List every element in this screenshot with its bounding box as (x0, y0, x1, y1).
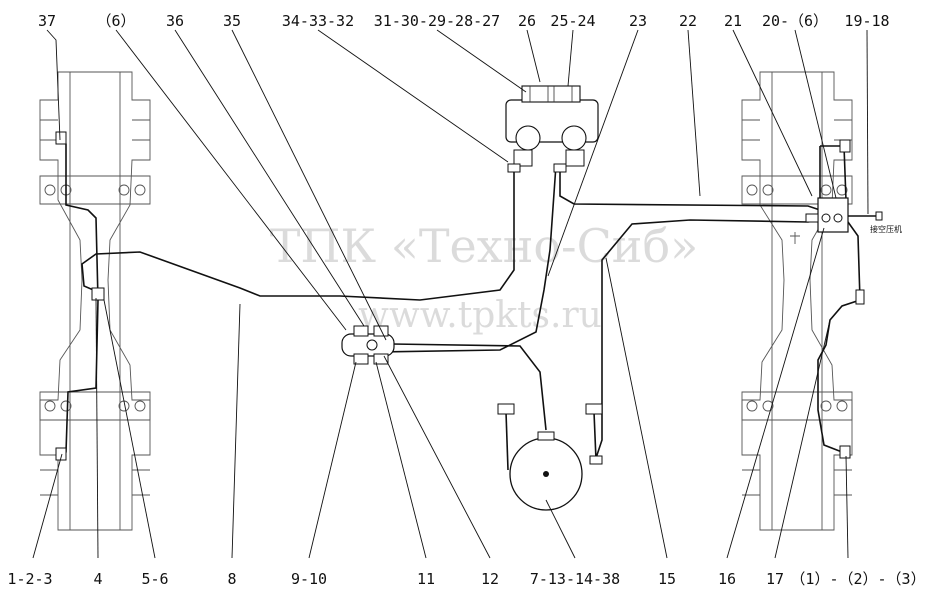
label-26: 26 (518, 12, 536, 30)
label-36: 36 (166, 12, 184, 30)
relay-valve (341, 325, 395, 365)
fittings (55, 131, 865, 461)
compressor-note: 接空压机 (870, 224, 902, 234)
label-20-6: 20-（6） (762, 12, 828, 30)
left-axle-outline (39, 71, 151, 531)
right-axle-outline (741, 71, 853, 531)
watermark-title: ТПК «Техно-Сиб» (270, 219, 699, 273)
label-25-24: 25-24 (550, 12, 595, 30)
label-7-13-14-38: 7-13-14-38 (530, 570, 620, 588)
label-9-10: 9-10 (291, 570, 327, 588)
brake-valve-assembly (505, 85, 599, 173)
label-19-18: 19-18 (844, 12, 889, 30)
label-5-6: 5-6 (141, 570, 168, 588)
bottom-labels: 1-2-3 4 5-6 8 9-10 11 12 7-13-14-38 15 1… (7, 570, 925, 588)
top-labels: 37 （6） 36 35 34-33-32 31-30-29-28-27 26 … (38, 12, 890, 30)
watermark: ТПК «Техно-Сиб» www.tpkts.ru (270, 219, 699, 336)
label-12: 12 (481, 570, 499, 588)
watermark-url: www.tpkts.ru (358, 295, 602, 336)
label-17: 17 (766, 570, 784, 588)
label-22: 22 (679, 12, 697, 30)
label-31-27: 31-30-29-28-27 (374, 12, 500, 30)
label-15: 15 (658, 570, 676, 588)
leader-lines (32, 29, 869, 559)
label-37: 37 (38, 12, 56, 30)
label-4: 4 (93, 570, 102, 588)
label-16: 16 (718, 570, 736, 588)
label-1-2-3: 1-2-3 (7, 570, 52, 588)
air-tank (497, 403, 603, 511)
label-23: 23 (629, 12, 647, 30)
label-21: 21 (724, 12, 742, 30)
label-34-33-32: 34-33-32 (282, 12, 354, 30)
label-35: 35 (223, 12, 241, 30)
label-8: 8 (227, 570, 236, 588)
label-11: 11 (417, 570, 435, 588)
label-6-paren: （6） (96, 12, 135, 30)
protection-valve (805, 197, 883, 233)
label-1-2-3-paren: （1）-（2）-（3） (790, 570, 925, 588)
